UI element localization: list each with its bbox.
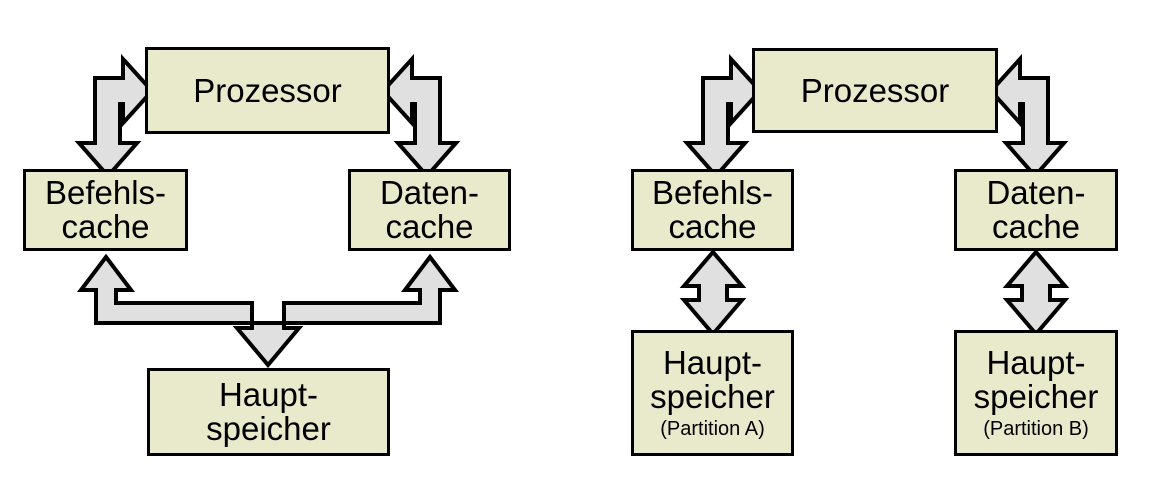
node-label: Prozessor bbox=[193, 71, 342, 109]
node-sublabel: (Partition A) bbox=[660, 418, 765, 441]
connector-memory-bus-left bbox=[76, 253, 460, 369]
node-data-cache-right[interactable]: Daten- cache bbox=[954, 169, 1118, 251]
node-label: Prozessor bbox=[800, 71, 950, 109]
node-data-cache-left[interactable]: Daten- cache bbox=[348, 169, 511, 251]
node-sublabel: (Partition B) bbox=[983, 418, 1089, 441]
node-label-line1: Befehls- bbox=[651, 174, 774, 212]
node-processor-right[interactable]: Prozessor bbox=[752, 48, 998, 133]
node-label-line1: Daten- bbox=[986, 174, 1086, 212]
node-main-memory-partition-a[interactable]: Haupt- speicher (Partition A) bbox=[631, 330, 794, 456]
node-label-line2: speicher bbox=[973, 377, 1099, 415]
node-main-memory-left[interactable]: Haupt- speicher bbox=[147, 368, 390, 456]
node-label-line2: cache bbox=[991, 208, 1081, 245]
connector-dcache-to-mem-b bbox=[1002, 248, 1070, 338]
node-instruction-cache-right[interactable]: Befehls- cache bbox=[631, 169, 794, 251]
node-label-line2: cache bbox=[668, 208, 757, 245]
node-processor-left[interactable]: Prozessor bbox=[145, 47, 390, 134]
node-instruction-cache-left[interactable]: Befehls- cache bbox=[23, 169, 188, 251]
node-label-line2: cache bbox=[61, 208, 150, 245]
connector-icache-to-mem-a bbox=[679, 248, 747, 338]
node-label-line1: Daten- bbox=[379, 174, 480, 212]
node-main-memory-partition-b[interactable]: Haupt- speicher (Partition B) bbox=[954, 330, 1118, 456]
connector-proc-to-icache-right bbox=[682, 53, 763, 180]
node-label-line2: speicher bbox=[650, 377, 775, 415]
node-label-line2: speicher bbox=[206, 410, 331, 447]
node-label-line1: Haupt- bbox=[986, 344, 1086, 382]
node-label-line1: Befehls- bbox=[44, 174, 167, 212]
node-label-line2: cache bbox=[385, 208, 474, 245]
connector-proc-to-dcache-left bbox=[380, 53, 461, 180]
connector-proc-to-dcache-right bbox=[988, 53, 1069, 180]
connector-proc-to-icache-left bbox=[74, 53, 155, 180]
node-label-line1: Haupt- bbox=[662, 344, 763, 382]
node-label-line1: Haupt- bbox=[218, 376, 319, 414]
